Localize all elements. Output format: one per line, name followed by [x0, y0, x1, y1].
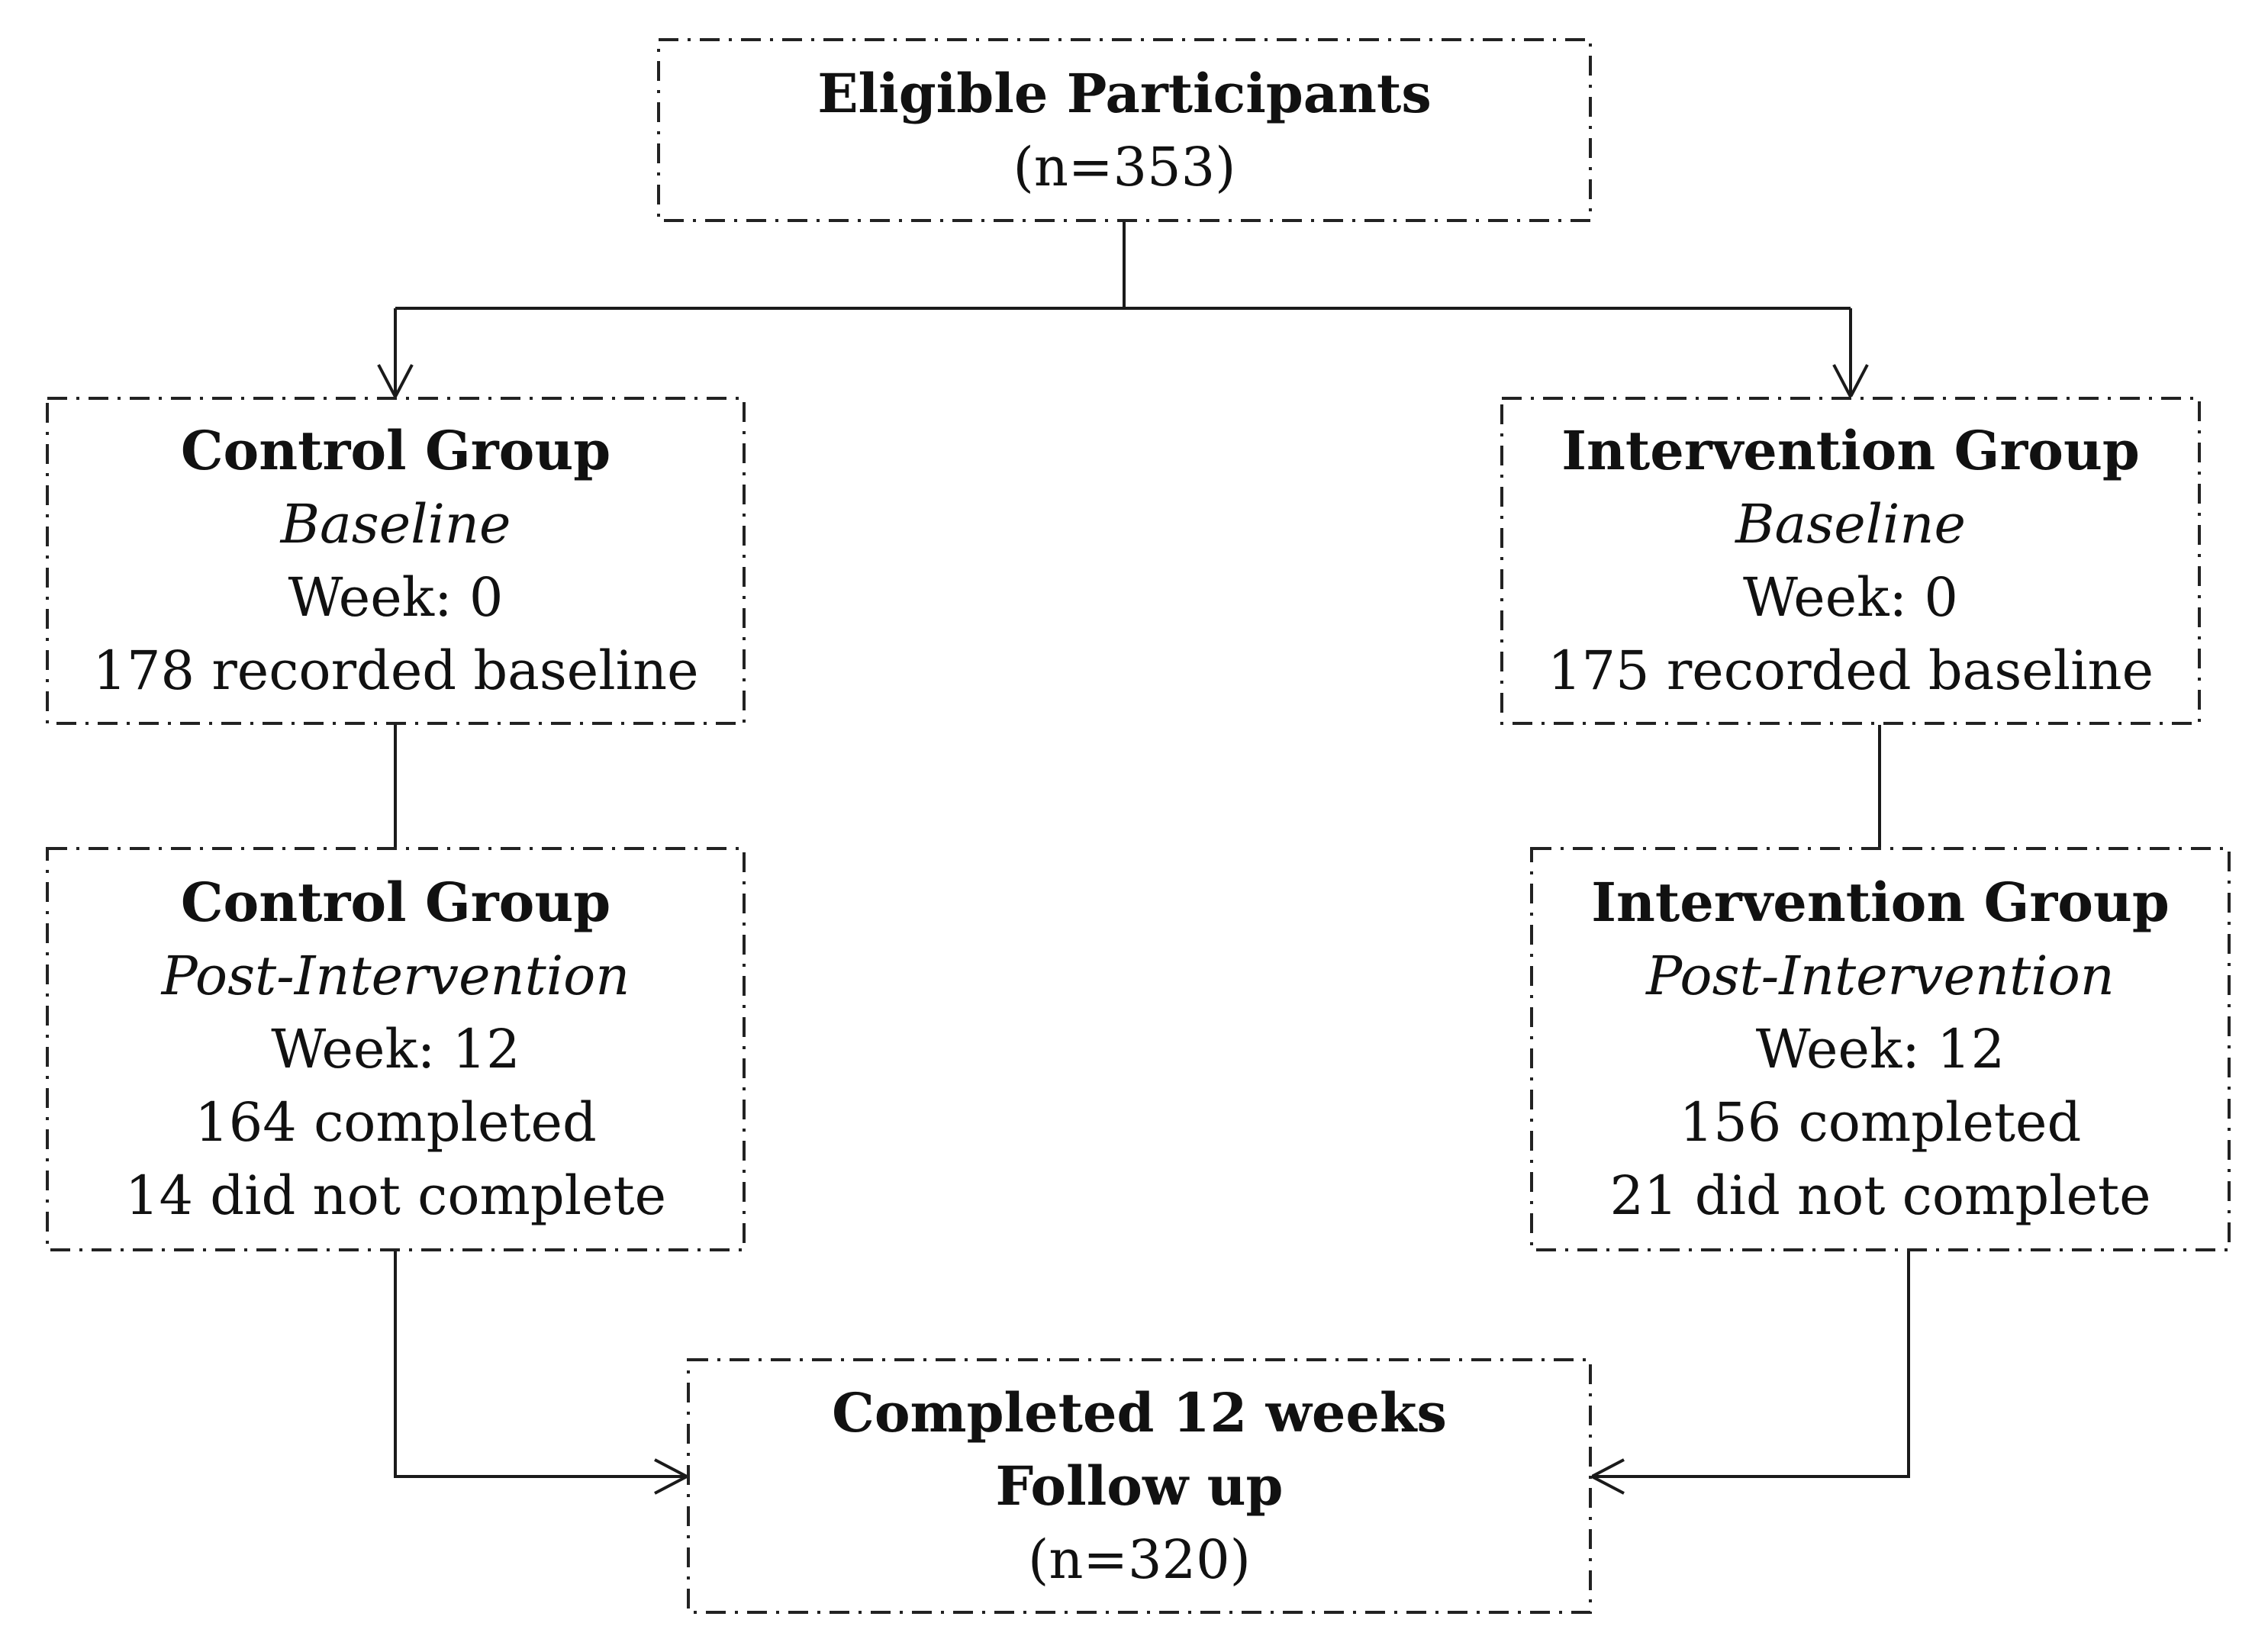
intervention-baseline-week: Week: 0 [1743, 566, 1958, 629]
intervention-baseline-phase: Baseline [1735, 493, 1966, 555]
control-post-week: Week: 12 [271, 1018, 520, 1080]
intervention-baseline-detail: 175 recorded baseline [1547, 639, 2154, 702]
arrowhead-completed-right [1588, 1458, 1625, 1495]
control-post-completed: 164 completed [195, 1091, 597, 1154]
box-border [657, 38, 1592, 222]
box-border [46, 847, 746, 1251]
completed-title-line2: Follow up [995, 1454, 1284, 1518]
edge-control-post-to-completed [394, 1251, 687, 1478]
control-post-title: Control Group [180, 871, 611, 934]
control-baseline-detail: 178 recorded baseline [92, 639, 699, 702]
intervention-baseline-box: Intervention Group Baseline Week: 0 175 … [1500, 397, 2201, 725]
box-border [1500, 397, 2201, 725]
box-border [1530, 847, 2231, 1251]
control-post-box: Control Group Post-Intervention Week: 12… [46, 847, 746, 1251]
eligible-count: (n=353) [1013, 135, 1236, 198]
intervention-post-title: Intervention Group [1591, 871, 2170, 934]
completed-count: (n=320) [1028, 1528, 1251, 1591]
eligible-title: Eligible Participants [817, 61, 1432, 125]
control-baseline-title: Control Group [180, 419, 611, 482]
completed-title-line1: Completed 12 weeks [832, 1380, 1447, 1444]
intervention-post-completed: 156 completed [1679, 1091, 2082, 1154]
control-baseline-box: Control Group Baseline Week: 0 178 recor… [46, 397, 746, 725]
box-border [46, 397, 746, 725]
completed-followup-box: Completed 12 weeks Follow up (n=320) [687, 1358, 1592, 1614]
eligible-participants-box: Eligible Participants (n=353) [657, 38, 1592, 222]
intervention-post-not-completed: 21 did not complete [1609, 1164, 2151, 1227]
control-post-phase: Post-Intervention [161, 945, 630, 1007]
edge-intervention-post-to-completed [1592, 1251, 1910, 1478]
intervention-baseline-title: Intervention Group [1561, 419, 2140, 482]
control-baseline-week: Week: 0 [288, 566, 504, 629]
intervention-post-box: Intervention Group Post-Intervention Wee… [1530, 847, 2231, 1251]
intervention-post-phase: Post-Intervention [1646, 945, 2115, 1007]
control-baseline-phase: Baseline [280, 493, 511, 555]
control-post-not-completed: 14 did not complete [124, 1164, 667, 1227]
intervention-post-week: Week: 12 [1755, 1018, 2005, 1080]
